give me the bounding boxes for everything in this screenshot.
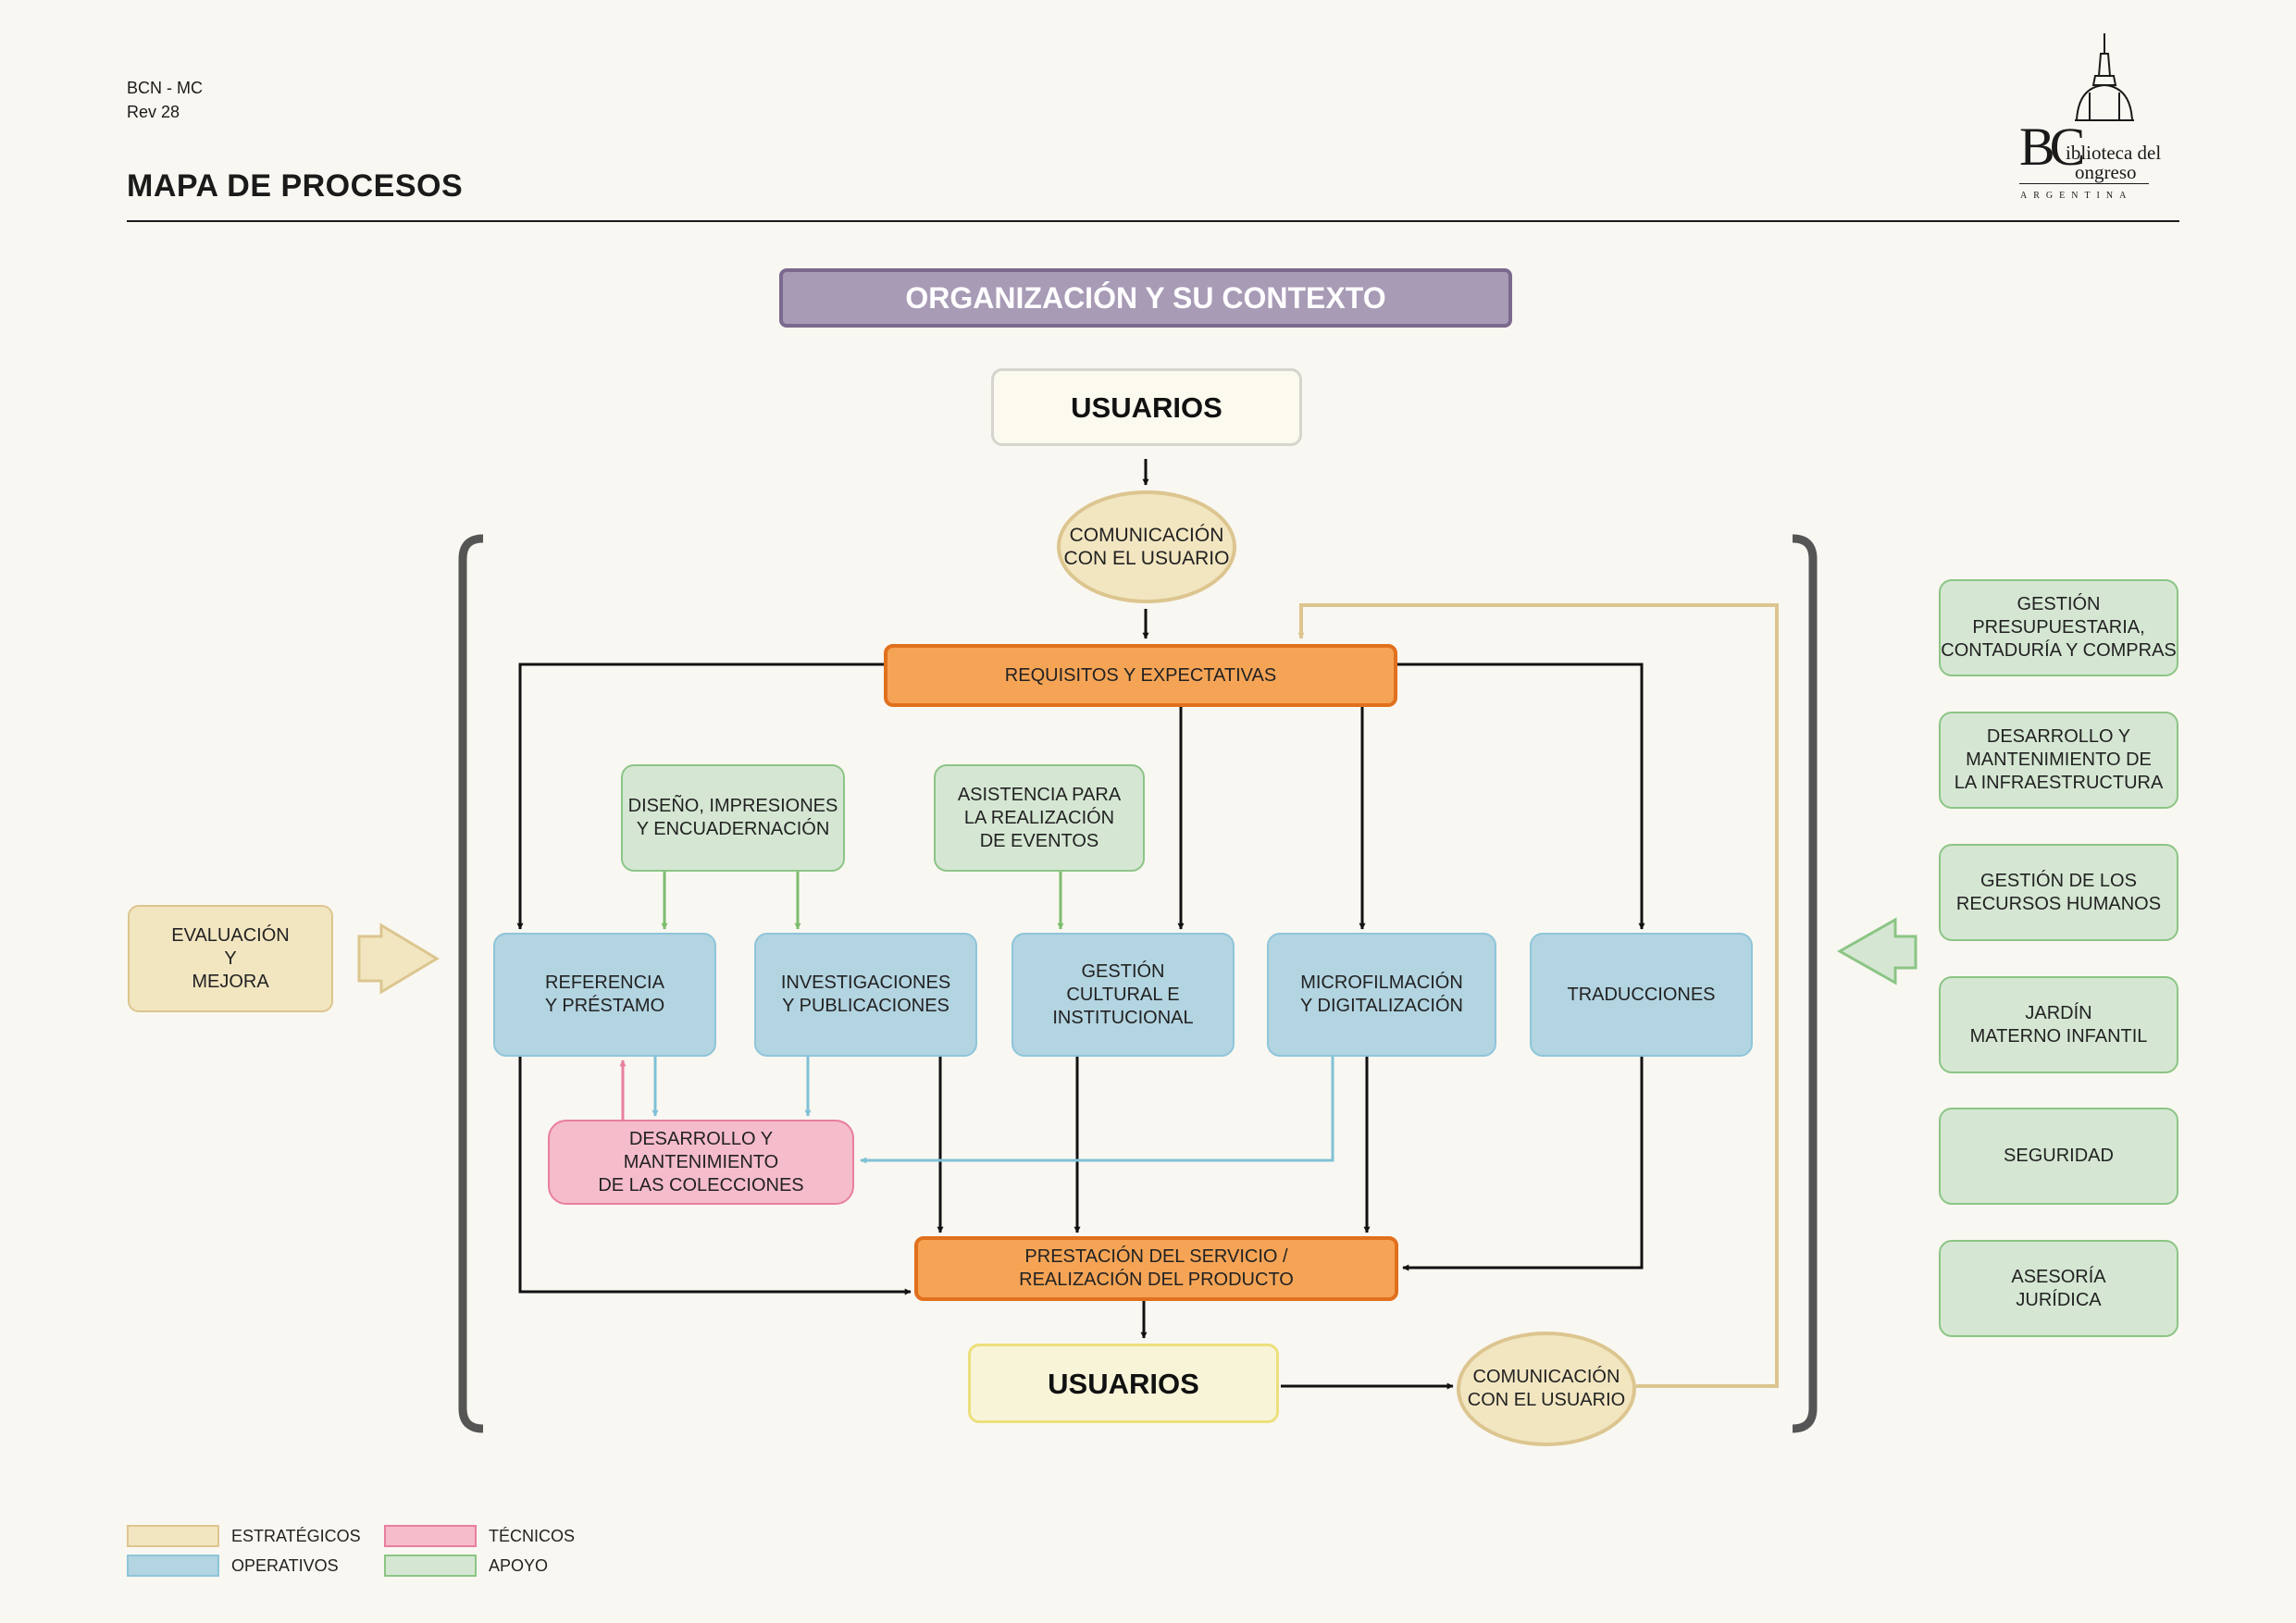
legend-label-operative: OPERATIVOS (231, 1556, 339, 1575)
support-arrow-icon (1836, 917, 1917, 985)
process-gestion-cultural: GESTIÓN CULTURAL E INSTITUCIONAL (1011, 933, 1235, 1057)
dome-logo-icon (2075, 33, 2134, 121)
doc-code-text: BCN - MC (127, 79, 203, 97)
legend-swatch-operative (127, 1555, 219, 1577)
events-support-box: ASISTENCIA PARA LA REALIZACIÓN DE EVENTO… (934, 764, 1145, 872)
arrow-req-to-referencia (516, 663, 885, 930)
legend-label-strategic: ESTRATÉGICOS (231, 1527, 361, 1545)
header-divider (127, 220, 2179, 222)
support-budget: GESTIÓN PRESUPUESTARIA, CONTADURÍA Y COM… (1939, 579, 2178, 676)
legend-label-support: APOYO (489, 1556, 549, 1575)
service-delivery-box: PRESTACIÓN DEL SERVICIO / REALIZACIÓN DE… (914, 1236, 1398, 1301)
context-banner: ORGANIZACIÓN Y SU CONTEXTO (779, 268, 1512, 328)
legend-swatch-technical (384, 1525, 477, 1547)
logo-wordmark: iblioteca del ongreso (2066, 143, 2161, 182)
legend-swatch-strategic (127, 1525, 219, 1547)
evaluation-arrow-icon (357, 923, 440, 995)
users-top-box: USUARIOS (991, 368, 1302, 446)
process-referencia: REFERENCIA Y PRÉSTAMO (493, 933, 716, 1057)
arrow-microfilmacion-to-collections (860, 1057, 1334, 1164)
logo-line-1: iblioteca del (2066, 142, 2162, 164)
left-bracket (458, 534, 484, 1433)
arrow-req-to-traducciones (1396, 663, 1645, 930)
legend-label-technical: TÉCNICOS (489, 1527, 576, 1545)
right-bracket (1792, 534, 1818, 1433)
support-human-resources: GESTIÓN DE LOS RECURSOS HUMANOS (1939, 844, 2178, 941)
users-bottom-box: USUARIOS (968, 1344, 1279, 1423)
support-kindergarten: JARDÍN MATERNO INFANTIL (1939, 976, 2178, 1073)
design-support-box: DISEÑO, IMPRESIONES Y ENCUADERNACIÓN (621, 764, 845, 872)
support-infrastructure: DESARROLLO Y MANTENIMIENTO DE LA INFRAES… (1939, 712, 2178, 809)
evaluation-box: EVALUACIÓN Y MEJORA (128, 905, 333, 1012)
revision-text: Rev 28 (127, 103, 180, 121)
communication-top-ellipse: COMUNICACIÓN CON EL USUARIO (1057, 490, 1236, 603)
arrow-traducciones-to-service (1402, 1057, 1644, 1271)
arrow-referencia-to-service (518, 1057, 912, 1295)
support-legal: ASESORÍA JURÍDICA (1939, 1240, 2178, 1337)
logo-initials: BC (2019, 117, 2085, 177)
collections-technical-box: DESARROLLO Y MANTENIMIENTO DE LAS COLECC… (548, 1120, 854, 1205)
support-security: SEGURIDAD (1939, 1108, 2178, 1205)
process-traducciones: TRADUCCIONES (1530, 933, 1753, 1057)
requirements-box: REQUISITOS Y EXPECTATIVAS (884, 644, 1397, 707)
process-investigaciones: INVESTIGACIONES Y PUBLICACIONES (754, 933, 977, 1057)
process-microfilmacion: MICROFILMACIÓN Y DIGITALIZACIÓN (1267, 933, 1496, 1057)
feedback-loop-line (1297, 603, 1779, 1388)
logo-line-2: ongreso (2075, 161, 2137, 183)
logo-rule (2019, 183, 2149, 184)
logo-country: ARGENTINA (2020, 191, 2133, 201)
legend-swatch-support (384, 1555, 477, 1577)
page-title: MAPA DE PROCESOS (127, 168, 464, 204)
communication-bottom-ellipse: COMUNICACIÓN CON EL USUARIO (1457, 1332, 1636, 1446)
document-code: BCN - MC Rev 28 (127, 76, 203, 124)
